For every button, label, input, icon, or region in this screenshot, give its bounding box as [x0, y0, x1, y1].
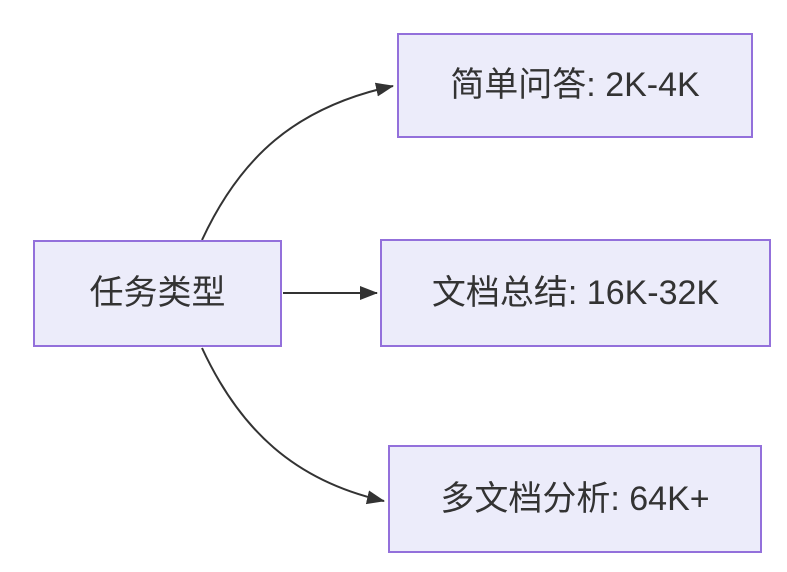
node-simple-qa-label: 简单问答: 2K-4K: [450, 66, 700, 105]
edge-root-to-simple-qa: [201, 82, 394, 241]
node-simple-qa: 简单问答: 2K-4K: [397, 33, 753, 138]
node-task-type: 任务类型: [33, 240, 282, 347]
node-doc-summary: 文档总结: 16K-32K: [380, 239, 771, 347]
node-doc-summary-label: 文档总结: 16K-32K: [431, 273, 720, 312]
node-multi-doc-analysis: 多文档分析: 64K+: [388, 445, 762, 553]
edge-root-to-multi-doc: [201, 347, 385, 505]
node-multi-doc-analysis-label: 多文档分析: 64K+: [440, 479, 710, 518]
node-task-type-label: 任务类型: [89, 274, 226, 313]
